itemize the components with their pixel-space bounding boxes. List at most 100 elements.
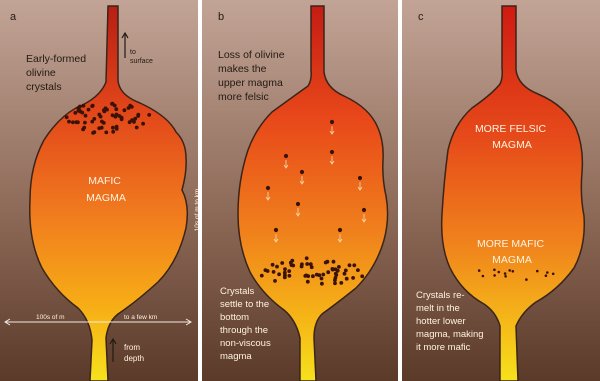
settling-crystal bbox=[296, 202, 300, 206]
crystal-dot bbox=[304, 274, 308, 278]
crystal-dot bbox=[504, 275, 507, 278]
crystal-dot bbox=[343, 272, 347, 276]
crystal-dot bbox=[135, 126, 139, 130]
crystal-dot bbox=[525, 278, 528, 281]
crystal-dot bbox=[311, 274, 315, 278]
crystal-dot bbox=[326, 270, 330, 274]
settling-crystal bbox=[274, 228, 278, 232]
crystal-dot bbox=[111, 102, 115, 106]
crystal-dot bbox=[478, 269, 481, 272]
crystal-dot bbox=[65, 115, 69, 119]
crystal-dot bbox=[345, 277, 349, 281]
panel-letter: a bbox=[10, 11, 17, 23]
crystal-dot bbox=[111, 130, 115, 134]
crystal-dot bbox=[114, 107, 118, 111]
crystal-dot bbox=[320, 282, 324, 286]
crystal-dot bbox=[552, 273, 555, 276]
crystal-dot bbox=[115, 127, 119, 131]
crystal-dot bbox=[493, 274, 496, 277]
crystal-dot bbox=[545, 274, 548, 277]
crystal-dot bbox=[512, 270, 515, 273]
settling-crystal bbox=[284, 154, 288, 158]
horizontal-scale-right-label: to a few km bbox=[124, 314, 157, 321]
crystal-dot bbox=[100, 126, 104, 130]
crystal-dot bbox=[111, 126, 115, 130]
crystal-dot bbox=[305, 256, 309, 260]
crystal-dot bbox=[334, 267, 338, 271]
crystal-dot bbox=[339, 281, 343, 285]
crystal-dot bbox=[87, 108, 91, 112]
crystal-dot bbox=[283, 267, 287, 271]
crystal-dot bbox=[91, 131, 95, 135]
panel-a: a Early-formed olivine crystals to surfa… bbox=[0, 0, 206, 381]
crystal-dot bbox=[118, 114, 122, 118]
settling-crystal bbox=[300, 170, 304, 174]
panel-c: c MORE FELSIC MAGMA MORE MAFIC MAGMA Cry… bbox=[402, 0, 600, 381]
crystal-dot bbox=[300, 265, 304, 269]
crystal-dot bbox=[508, 269, 511, 272]
panel-divider bbox=[398, 0, 402, 381]
crystal-dot bbox=[120, 117, 124, 121]
crystal-dot bbox=[306, 280, 310, 284]
panel-b: b Loss of olivine makes the upper magma … bbox=[202, 0, 398, 381]
crystal-dot bbox=[283, 273, 287, 277]
crystal-dot bbox=[275, 265, 279, 269]
crystal-dot bbox=[100, 120, 104, 124]
crystal-dot bbox=[309, 262, 313, 266]
settling-crystal bbox=[338, 228, 342, 232]
crystal-dot bbox=[147, 113, 151, 117]
panel-letter: b bbox=[218, 11, 224, 23]
crystal-dot bbox=[260, 274, 264, 278]
crystal-dot bbox=[83, 121, 87, 125]
crystal-dot bbox=[337, 265, 341, 269]
crystal-dot bbox=[351, 276, 355, 280]
crystal-dot bbox=[141, 122, 145, 126]
crystal-dot bbox=[102, 108, 106, 112]
crystal-dot bbox=[128, 104, 132, 108]
crystal-dot bbox=[67, 120, 71, 124]
crystal-dot bbox=[78, 110, 82, 114]
crystal-dot bbox=[97, 113, 101, 117]
crystal-dot bbox=[82, 104, 86, 108]
crystal-dot bbox=[360, 274, 364, 278]
crystal-dot bbox=[332, 260, 336, 264]
crystal-dot bbox=[498, 271, 501, 274]
crystal-dot bbox=[305, 262, 309, 266]
crystal-dot bbox=[71, 120, 75, 124]
settling-crystal bbox=[330, 120, 334, 124]
crystal-dot bbox=[482, 275, 485, 278]
crystal-dot bbox=[546, 271, 549, 274]
crystal-dot bbox=[266, 269, 270, 273]
crystal-dot bbox=[504, 272, 507, 275]
crystal-dot bbox=[136, 114, 140, 118]
crystal-dot bbox=[273, 279, 277, 283]
crystal-dot bbox=[114, 115, 118, 119]
crystal-dot bbox=[334, 272, 338, 276]
crystal-dot bbox=[344, 269, 348, 273]
settling-crystal bbox=[266, 186, 270, 190]
crystal-dot bbox=[92, 117, 96, 121]
crystal-dot bbox=[333, 281, 337, 285]
crystal-dot bbox=[271, 263, 275, 267]
crystal-dot bbox=[348, 263, 352, 267]
crystal-dot bbox=[82, 126, 86, 130]
crystal-dot bbox=[287, 269, 291, 273]
settling-crystal bbox=[330, 150, 334, 154]
crystal-dot bbox=[288, 274, 292, 278]
crystal-dot bbox=[356, 268, 360, 272]
crystal-dot bbox=[315, 273, 319, 277]
panel-letter: c bbox=[418, 11, 424, 23]
crystal-dot bbox=[76, 120, 80, 124]
horizontal-scale-left-label: 100s of m bbox=[36, 314, 65, 321]
crystal-dot bbox=[123, 108, 127, 112]
crystal-dot bbox=[73, 111, 77, 115]
crystal-dot bbox=[272, 270, 276, 274]
crystal-dot bbox=[104, 131, 108, 135]
crystal-dot bbox=[326, 260, 330, 264]
crystal-dot bbox=[493, 269, 496, 272]
crystal-dot bbox=[128, 120, 132, 124]
crystal-dot bbox=[321, 273, 325, 277]
crystal-dot bbox=[290, 263, 294, 267]
settling-crystal bbox=[358, 176, 362, 180]
